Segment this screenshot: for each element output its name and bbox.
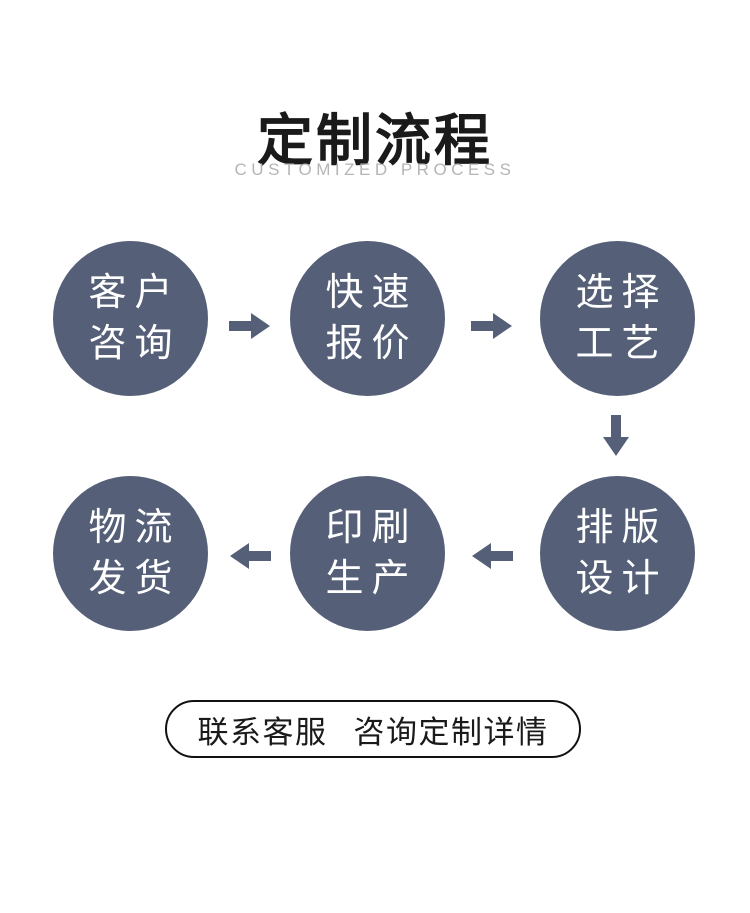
step-label-line: 生产: [325, 557, 418, 600]
step-customer-consultation: 客户 咨询: [53, 241, 208, 396]
step-label-line: 设计: [575, 557, 668, 600]
step-label-line: 发货: [88, 557, 181, 600]
contact-detail-label: 咨询定制详情: [353, 714, 549, 750]
contact-service-button[interactable]: 联系客服 咨询定制详情: [165, 700, 581, 758]
step-label-line: 咨询: [88, 322, 181, 365]
step-quick-quote: 快速 报价: [290, 241, 445, 396]
step-label-line: 印刷: [325, 507, 418, 550]
arrow-right-icon: [229, 311, 271, 341]
arrow-right-icon: [471, 311, 513, 341]
step-label-line: 报价: [325, 322, 418, 365]
step-label-line: 快速: [325, 272, 418, 315]
arrow-down-icon: [601, 415, 631, 457]
arrow-left-icon: [229, 541, 271, 571]
step-select-craft: 选择 工艺: [540, 241, 695, 396]
step-label-line: 客户: [88, 272, 181, 315]
step-logistics-shipping: 物流 发货: [53, 476, 208, 631]
contact-service-label: 联系客服: [197, 714, 328, 750]
page-title: 定制流程: [257, 109, 493, 172]
step-printing-production: 印刷 生产: [290, 476, 445, 631]
step-layout-design: 排版 设计: [540, 476, 695, 631]
arrow-left-icon: [471, 541, 513, 571]
step-label-line: 工艺: [575, 322, 668, 365]
step-label-line: 选择: [575, 272, 668, 315]
step-label-line: 排版: [575, 507, 668, 550]
step-label-line: 物流: [88, 507, 181, 550]
page-subtitle: CUSTOMIZED PROCESS: [234, 160, 516, 179]
